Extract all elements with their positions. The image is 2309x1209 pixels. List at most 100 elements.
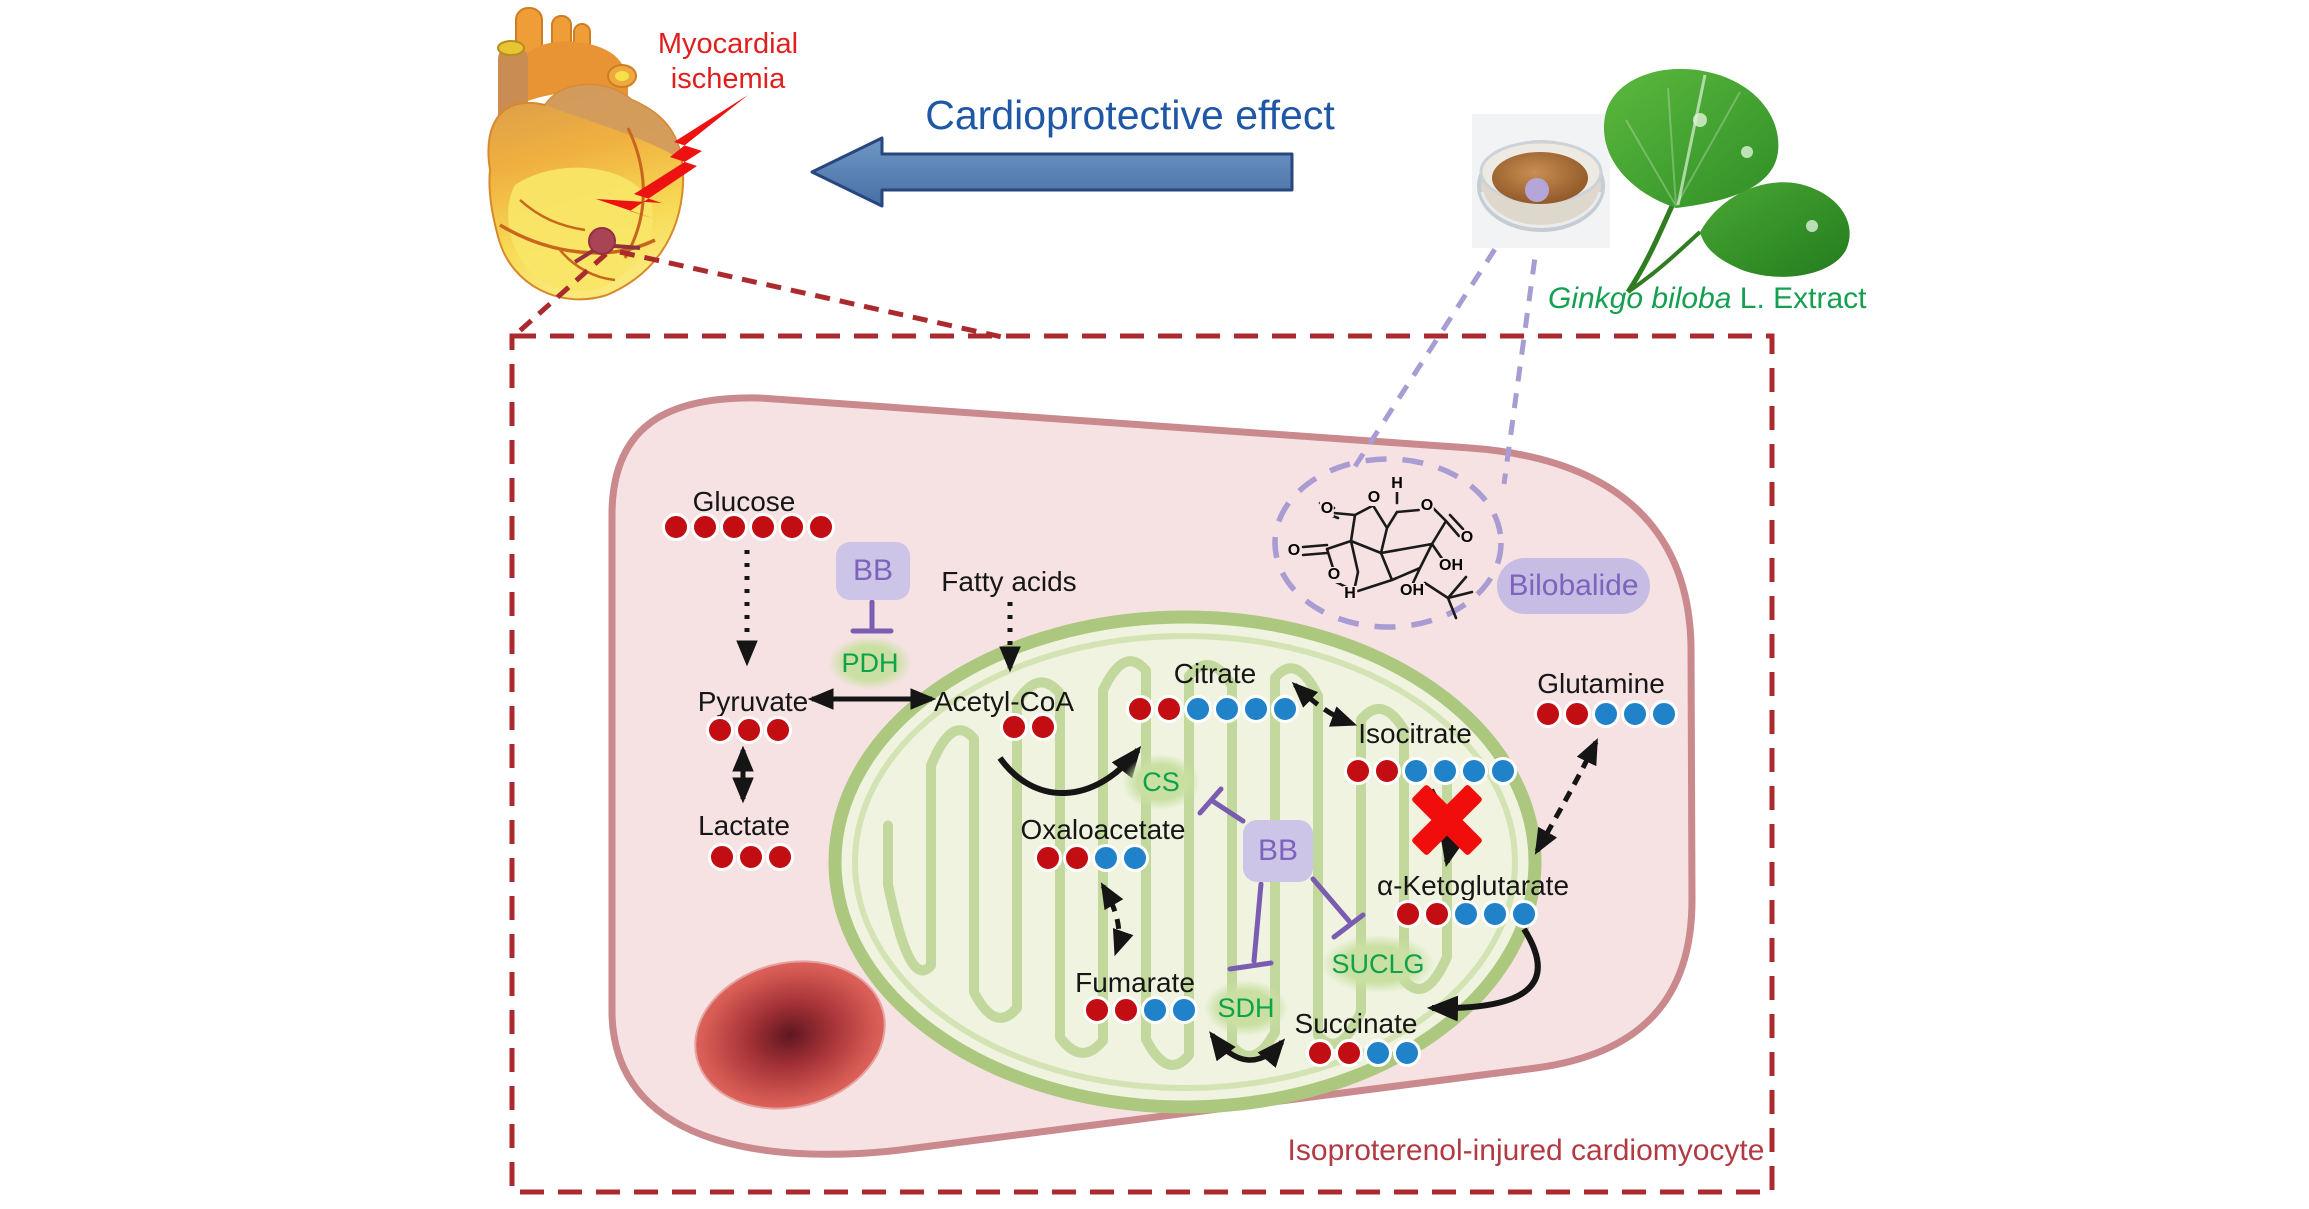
citrate-carbon-dots [1126,695,1299,723]
carbon-dot-red [778,513,806,541]
bilobalide-badge: Bilobalide [1497,558,1650,614]
carbon-dot-red [1029,713,1057,741]
enzyme-suclg: SUCLG [1321,935,1435,993]
carbon-dot-red [1306,1039,1334,1067]
carbon-dot-red [1344,757,1372,785]
metabolite-label-succinate: Succinate [1294,1008,1418,1039]
carbon-dot-red [749,513,777,541]
bb-inhibits-sdh [1227,881,1274,972]
carbon-dot-blue [1489,757,1517,785]
myocardial-ischemia-label: Myocardial ischemia [657,28,799,95]
carbon-dot-blue [1092,844,1120,872]
carbon-dot-red [1126,695,1154,723]
carbon-dot-blue [1170,996,1198,1024]
carbon-dot-red [1534,700,1562,728]
metabolite-label-citrate: Citrate [1173,658,1257,689]
extract-petri-dish [1472,114,1610,248]
ginkgo-extract-label-rest: L. Extract [1731,282,1867,315]
metabolite-label-glutamine: Glutamine [1537,668,1665,699]
carbon-dot-blue [1121,844,1149,872]
ginkgo-extract-label-italic: Ginkgo biloba [1548,282,1732,315]
carbon-dot-red [764,716,792,744]
carbon-dot-blue [1452,900,1480,928]
ginkgo-leaf [1603,68,1850,294]
carbon-dot-blue [1271,695,1299,723]
pathway-arrows [732,550,1599,1068]
citrate-isocitrate-arrow [1291,682,1358,727]
carbon-dot-red [1000,713,1028,741]
atom-label: H [1343,585,1357,602]
metabolite-label-fumarate: Fumarate [1075,967,1195,998]
carbon-dot-red [766,843,794,871]
cardiomyocyte-caption: Isoproterenol-injured cardiomyocyte [1287,1134,1765,1167]
carbon-dot-red [1155,695,1183,723]
atom-label: OH [1399,582,1425,599]
carbon-dot-red [737,843,765,871]
carbon-dot-red [720,513,748,541]
carbon-dot-red [706,716,734,744]
carbon-dot-blue [1650,700,1678,728]
metabolite-label-isocitrate: Isocitrate [1358,718,1472,749]
metabolite-label-fatty_acids: Fatty acids [941,566,1077,597]
carbon-dot-red [691,513,719,541]
callout-dashed-rect [509,333,1775,1195]
occlusion-dot [588,227,616,255]
carbon-dot-red [662,513,690,541]
carbon-dot-red [1034,844,1062,872]
citrate-synthesis-arrow [997,745,1142,796]
atom-label: O [1459,529,1475,546]
metabolite-label-oxaloacetate: Oxaloacetate [1020,814,1186,845]
metabolite-label-lactate: Lactate [698,810,790,841]
enzyme-cs: CS [1122,754,1200,810]
carbon-dot-blue [1213,695,1241,723]
enzyme-pdh: PDH [828,636,912,690]
carbon-dot-red [1394,900,1422,928]
akg-carbon-dots [1394,900,1538,928]
carbon-dot-red [1112,996,1140,1024]
carbon-dot-red [1563,700,1591,728]
ginkgo-extract-label: Ginkgo biloba L. Extract [1548,282,1867,316]
dashed-circle [1272,456,1504,630]
metabolite-label-glucose: Glucose [692,486,796,517]
cristae [883,656,1452,1070]
atom-label: O [1319,500,1335,517]
carbon-dot-blue [1242,695,1270,723]
carbon-dot-red [1373,757,1401,785]
fumarate-carbon-dots [1083,996,1198,1024]
carbon-dot-blue [1402,757,1430,785]
metabolite-label-acetyl_coa: Acetyl-CoA [933,686,1075,717]
carbon-dot-red [1083,996,1111,1024]
carbon-dot-blue [1510,900,1538,928]
atom-label: O [1286,542,1302,559]
carbon-dot-blue [1141,996,1169,1024]
atom-label: O [1419,497,1435,514]
carbon-dot-blue [1393,1039,1421,1067]
metabolite-label-pyruvate: Pyruvate [697,686,809,717]
glucose-carbon-dots [662,513,835,541]
metabolite-label-akg: α-Ketoglutarate [1376,870,1570,901]
carbon-dot-blue [1184,695,1212,723]
fumarate-succinate-arrow [1209,1031,1286,1068]
bb-inhibits-suclg [1310,876,1366,940]
callout-line-right [619,249,1003,340]
bb-inhibits-cs [1197,786,1246,824]
callout-line-left [512,252,608,338]
cardioprotective-arrow [810,136,1294,208]
enzyme-sdh: SDH [1204,980,1288,1036]
carbon-dot-blue [1364,1039,1392,1067]
carbon-dot-blue [1621,700,1649,728]
carbon-dot-blue [1592,700,1620,728]
isocitrate-carbon-dots [1344,757,1517,785]
carbon-dot-red [735,716,763,744]
bilobalide-structure-callout [1272,202,1545,630]
inhibition-lines [850,599,1366,972]
red-x-icon [1412,785,1482,855]
bb-inhibits-pdh [850,599,894,634]
carbon-dot-red [807,513,835,541]
glutamine-carbon-dots [1534,700,1678,728]
lightning-icon [596,95,748,219]
heart-illustration [487,7,685,301]
akg-succinate-arrow [1426,927,1541,1022]
akg-glutamine-arrow [1534,738,1599,855]
